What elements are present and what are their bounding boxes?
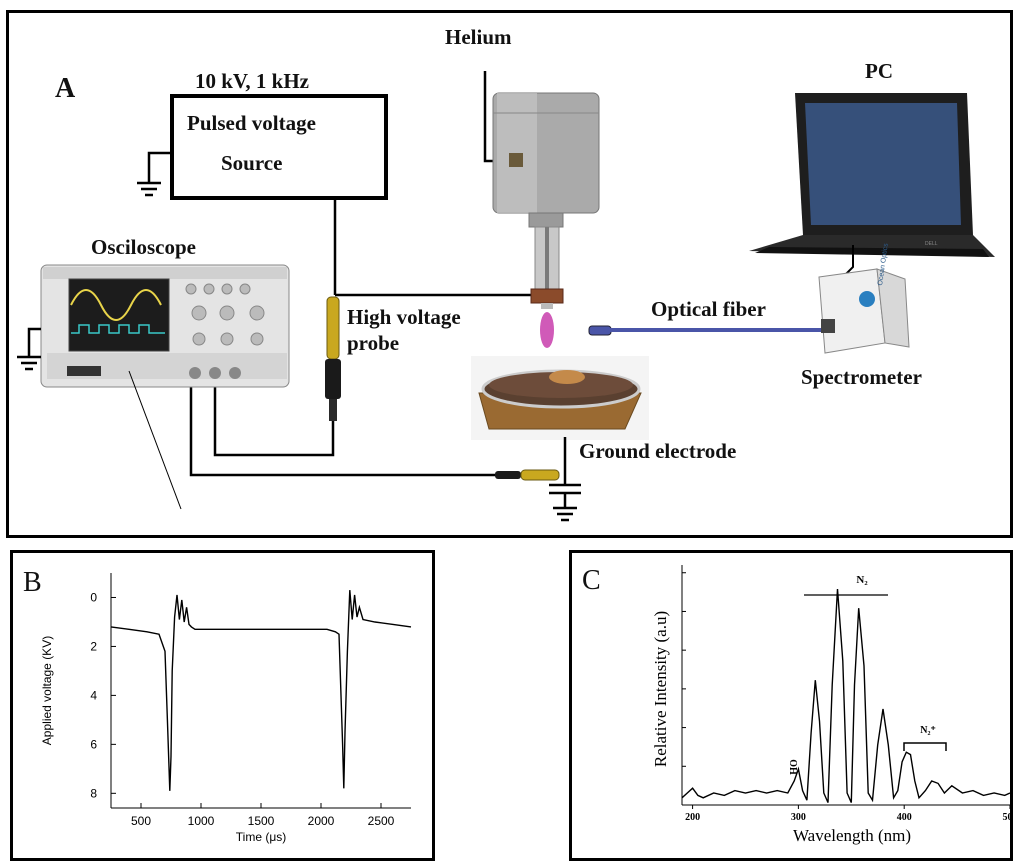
- c-y-axis-title: Relative Intensity (a.u): [651, 611, 670, 767]
- c-x-tick-label: 200: [685, 812, 700, 823]
- electrode-ground-symbol: [549, 483, 581, 522]
- ground-electrode-label: Ground electrode: [579, 439, 737, 463]
- setup-schematic: [17, 71, 995, 522]
- c-oh-annotation: OH: [787, 759, 798, 775]
- hv-probe-cable: [213, 385, 335, 457]
- high-voltage-probe: [325, 296, 341, 421]
- c-x-tick-label: 400: [897, 812, 912, 823]
- b-y-tick-label: 2: [90, 639, 97, 653]
- oscilloscope-ground-symbol: [17, 327, 41, 371]
- panel-c-letter: C: [582, 565, 601, 596]
- source-rating-label: 10 kV, 1 kHz: [195, 69, 309, 93]
- spectrometer-device: [818, 268, 910, 354]
- optical-fiber-cable: [588, 324, 839, 336]
- b-x-tick-label: 1000: [188, 814, 215, 828]
- oscilloscope-device: [40, 264, 290, 388]
- usb-cable: [844, 245, 854, 276]
- ground-probe-cable: [189, 385, 495, 477]
- hv-probe-label-line1: High voltage: [347, 305, 461, 329]
- plasma-jet-device: [492, 92, 600, 309]
- optical-fiber-label: Optical fiber: [651, 297, 766, 321]
- ground-clip-probe: [495, 469, 560, 481]
- oscilloscope-label: Osciloscope: [91, 235, 196, 259]
- spectrometer-label: Spectrometer: [801, 365, 922, 389]
- source-ground-symbol: [137, 151, 172, 197]
- c-spectrum-series-line: [681, 588, 1011, 803]
- c-x-axis-title: Wavelength (nm): [793, 826, 911, 845]
- c-n2-annotation: N₂: [856, 574, 868, 586]
- b-x-tick-label: 2000: [308, 814, 335, 828]
- c-n2plus-annotation: N₂⁺: [920, 725, 936, 736]
- b-voltage-series-line: [110, 590, 412, 791]
- panel-a-letter: A: [55, 73, 76, 104]
- b-y-tick-label: 6: [90, 737, 97, 751]
- helium-label: Helium: [445, 25, 512, 49]
- sample-dish-photo: [471, 356, 649, 440]
- emission-spectrum-chart: 200 300 400 500Wavelength (nm) Relative Inte…: [651, 565, 1013, 845]
- source-label-line1: Pulsed voltage: [187, 111, 316, 135]
- panel-b-letter: B: [23, 567, 42, 598]
- source-label-line2: Source: [221, 151, 283, 175]
- b-y-tick-label: 4: [90, 688, 97, 702]
- pulsed-voltage-source-box: [170, 94, 388, 200]
- panel-a-setup-diagram: A Helium 10 kV, 1 kHz Pulsed voltage Sou…: [6, 10, 1013, 538]
- c-n2plus-bracket: [903, 742, 947, 751]
- b-x-tick-label: 500: [131, 814, 151, 828]
- c-x-tick-label: 300: [791, 812, 806, 823]
- pc-label: PC: [865, 59, 893, 83]
- b-y-tick-label: 0: [90, 590, 97, 604]
- laptop-brand-logo: DELL: [925, 241, 938, 247]
- panel-c-emission-spectrum: C 200 300 400 500Wavelength (nm) Relative In…: [569, 550, 1013, 861]
- b-y-axis-title: Applied voltage (KV): [40, 636, 54, 745]
- plasma-plume: [540, 312, 554, 348]
- hv-probe-label-line2: probe: [347, 331, 400, 355]
- b-x-tick-label: 2500: [368, 814, 395, 828]
- b-x-axis-title: Time (μs): [236, 830, 286, 844]
- pointer-line: [128, 370, 182, 510]
- laptop-pc: [749, 93, 995, 257]
- b-x-tick-label: 1500: [248, 814, 275, 828]
- c-x-tick-label: 500: [1003, 812, 1013, 823]
- b-y-tick-label: 8: [90, 786, 97, 800]
- jet-electrode-ring: [530, 288, 564, 304]
